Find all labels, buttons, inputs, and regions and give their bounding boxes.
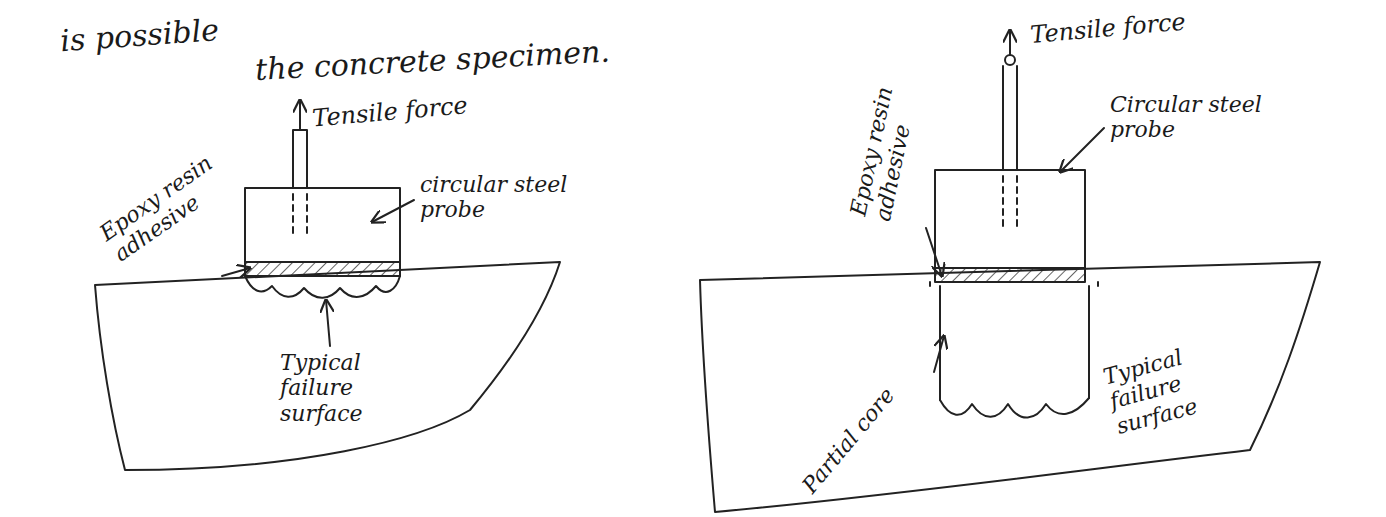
rod [1003, 66, 1017, 170]
leader-line [934, 336, 944, 372]
leader-line [1060, 128, 1104, 172]
label-text: Typical failure surface [280, 350, 430, 426]
partial-core [930, 282, 1098, 400]
rod-hidden [1003, 176, 1017, 226]
steel-probe [245, 188, 400, 262]
rod [293, 130, 307, 188]
force-arrow [1009, 30, 1011, 55]
rod-hidden [293, 194, 307, 238]
concrete-specimen [95, 262, 560, 470]
steel-probe [935, 170, 1085, 268]
label-text: Typical failure surface [1101, 329, 1256, 439]
force-arrow [299, 100, 301, 130]
leader-line [926, 228, 942, 276]
label-text: the concrete specimen. [254, 31, 675, 87]
label-text: Tensile force [1029, 2, 1261, 50]
label-text: circular steel probe [420, 172, 590, 223]
epoxy-layer [245, 262, 400, 276]
leader-line [372, 200, 414, 222]
label-text: Circular steel probe [1110, 92, 1310, 143]
label-text: Epoxy resin adhesive [846, 27, 935, 223]
label-text: Tensile force [311, 86, 533, 133]
pin [1005, 55, 1015, 65]
failure-surface [245, 276, 400, 298]
epoxy-layer [935, 268, 1085, 282]
label-text: Partial core [797, 367, 913, 498]
failure-surface [940, 398, 1089, 418]
leader-line [326, 300, 330, 346]
concrete-specimen [700, 262, 1320, 512]
label-text: Epoxy resin adhesive [95, 134, 255, 267]
leader-line [222, 268, 250, 276]
